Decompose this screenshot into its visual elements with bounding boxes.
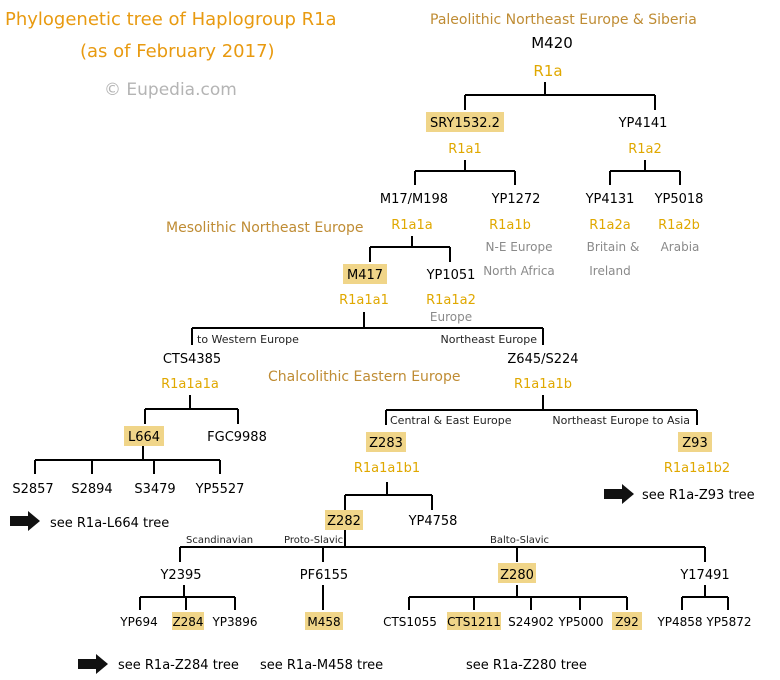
highlight-z92 [612,612,642,630]
clade-r1a1b: R1a1b [489,218,531,233]
highlight-cts1211 [447,612,501,630]
snp-s2857: S2857 [12,482,53,497]
branch-northeast-asia: Northeast Europe to Asia [552,414,690,427]
link-z284[interactable]: see R1a-Z284 tree [78,654,239,674]
era-paleolithic: Paleolithic Northeast Europe & Siberia [430,12,697,28]
snp-z282: Z282 [327,514,361,529]
clade-r1a2a: R1a2a [589,218,631,233]
era-mesolithic: Mesolithic Northeast Europe [166,220,364,236]
branch-scandinavian: Scandinavian [186,535,253,546]
clade-r1a2: R1a2 [628,142,662,157]
snp-y2395: Y2395 [159,568,201,583]
region-r1a2a-1: Britain & [587,240,640,254]
snp-fgc9988: FGC9988 [207,430,267,445]
copyright-credit: © Eupedia.com [104,80,237,100]
snp-z645: Z645/S224 [507,352,578,367]
region-r1a2a-2: Ireland [589,264,631,278]
snp-yp5527: YP5527 [195,482,245,497]
highlight-m458 [305,612,343,630]
snp-m420: M420 [531,34,573,52]
title-line1: Phylogenetic tree of Haplogroup R1a [5,9,337,30]
snp-yp5000: YP5000 [557,615,603,629]
branch-balto-slavic: Balto-Slavic [490,535,549,546]
link-z280[interactable]: see R1a-Z280 tree [466,658,587,673]
link-m458-label: see R1a-M458 tree [260,658,383,673]
snp-m458: M458 [307,615,340,629]
snp-yp5872: YP5872 [705,615,751,629]
title-line2: (as of February 2017) [80,41,275,62]
era-chalcolithic: Chalcolithic Eastern Europe [268,369,460,385]
snp-z283: Z283 [369,436,403,451]
snp-y17491: Y17491 [679,568,729,583]
link-z284-label: see R1a-Z284 tree [118,658,239,673]
highlight-l664 [124,426,164,446]
clade-r1a1a: R1a1a [391,218,433,233]
snp-yp1272: YP1272 [491,192,541,207]
snp-yp4858: YP4858 [656,615,702,629]
arrow-right-icon [604,484,634,504]
snp-yp5018: YP5018 [654,192,704,207]
snp-yp3896: YP3896 [211,615,257,629]
snp-m417: M417 [347,268,383,283]
highlight-z280 [498,563,536,583]
highlight-m417 [343,264,387,284]
link-z93-label: see R1a-Z93 tree [642,488,755,503]
link-z280-label: see R1a-Z280 tree [466,658,587,673]
region-r1a2b: Arabia [661,240,700,254]
snp-s2894: S2894 [71,482,112,497]
snp-sry1532: SRY1532.2 [430,116,500,131]
snp-highlights [124,112,712,630]
snp-z280: Z280 [500,568,534,583]
snp-l664: L664 [128,430,160,445]
clade-r1a1a1b: R1a1a1b [514,377,572,392]
clade-r1a1a1b2: R1a1a1b2 [664,461,730,476]
snp-yp4141: YP4141 [618,116,668,131]
clade-r1a: R1a [533,62,562,80]
snp-z284: Z284 [172,615,203,629]
region-r1a1b-1: N-E Europe [486,240,553,254]
snp-z92: Z92 [615,615,639,629]
snp-cts4385: CTS4385 [163,352,221,367]
clade-r1a1a2: R1a1a2 [426,293,476,308]
highlight-z282 [325,510,363,530]
snp-pf6155: PF6155 [300,568,348,583]
clade-r1a1a1: R1a1a1 [339,293,389,308]
link-z93[interactable]: see R1a-Z93 tree [604,484,755,504]
highlight-sry1532 [426,112,504,132]
clade-r1a1a1a: R1a1a1a [161,377,219,392]
link-l664-label: see R1a-L664 tree [50,516,169,531]
link-l664[interactable]: see R1a-L664 tree [10,511,169,531]
snp-m17: M17/M198 [380,192,448,207]
branch-northeast-europe: Northeast Europe [441,333,538,346]
snp-yp4131: YP4131 [585,192,635,207]
tree-lines [34,82,729,610]
region-r1a1a2: Europe [430,310,472,324]
snp-yp4758: YP4758 [408,514,458,529]
link-m458[interactable]: see R1a-M458 tree [260,658,383,673]
region-r1a1b-2: North Africa [483,264,555,278]
highlight-z283 [366,432,406,452]
clade-r1a2b: R1a2b [658,218,700,233]
clade-r1a1a1b1: R1a1a1b1 [354,461,420,476]
snp-z93: Z93 [682,436,707,451]
highlight-z93 [678,432,712,452]
snp-cts1055: CTS1055 [383,615,437,629]
branch-western-europe: to Western Europe [197,333,299,346]
highlight-z284 [172,612,204,630]
branch-proto-slavic: Proto-Slavic [284,535,343,546]
clade-r1a1: R1a1 [448,142,482,157]
snp-yp1051: YP1051 [426,268,476,283]
snp-s3479: S3479 [134,482,175,497]
snp-cts1211: CTS1211 [447,615,501,629]
arrow-right-icon [78,654,108,674]
branch-central-east: Central & East Europe [390,414,512,427]
snp-s24902: S24902 [508,615,554,629]
arrow-right-icon [10,511,40,531]
snp-yp694: YP694 [119,615,157,629]
